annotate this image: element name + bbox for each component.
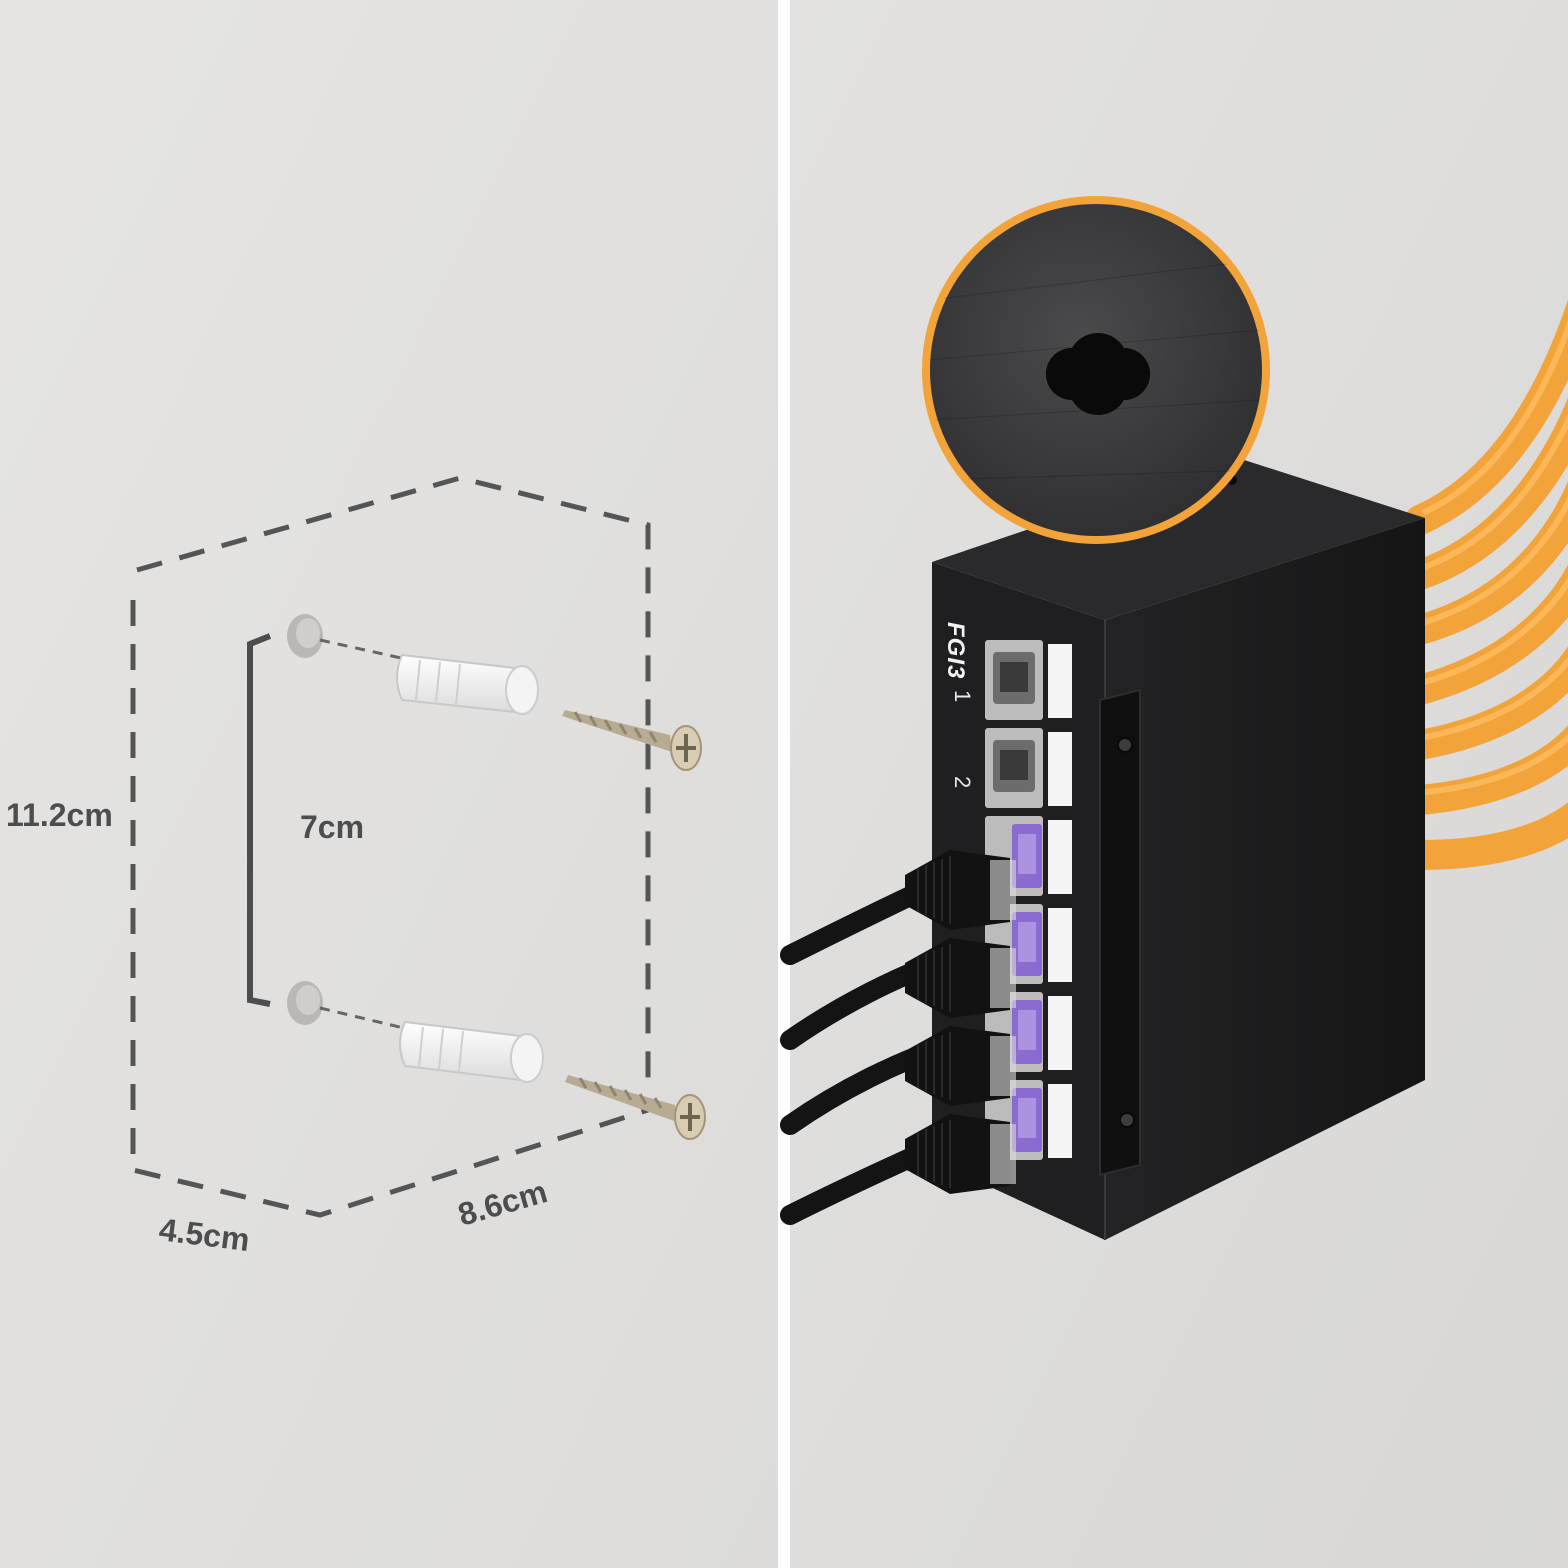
wall-hole-top [287, 614, 323, 658]
orange-cable-6 [1405, 725, 1568, 815]
orange-cable-3 [1405, 480, 1568, 645]
hole-spacing-bracket [247, 633, 272, 1007]
orange-cable-highlights [1422, 320, 1568, 795]
port-label-1: 1 [950, 690, 975, 702]
brand-logo-text: FGI3 [942, 622, 969, 679]
panel-divider [778, 0, 790, 1568]
port-label-strip [1048, 1084, 1072, 1158]
orange-cable-7 [1405, 802, 1568, 870]
ethernet-plug-2 [905, 938, 1016, 1018]
ethernet-plug-1 [905, 850, 1016, 930]
left-wall-background [0, 0, 778, 1568]
alignment-line-bottom [319, 1006, 413, 1032]
port-label-strip [1048, 908, 1072, 982]
device-side-face [1105, 518, 1425, 1240]
mounting-bracket [1099, 688, 1141, 1177]
keyhole-zoom-callout [922, 196, 1270, 544]
orange-cable-5 [1405, 646, 1568, 760]
device-top-face [932, 458, 1425, 620]
wall-anchor-bottom [399, 1020, 544, 1083]
screw-bottom [565, 1075, 706, 1140]
wall-anchor-top [396, 653, 539, 715]
ethernet-port-4[interactable] [985, 904, 1072, 984]
box-bottom-edges [130, 600, 649, 1218]
port-label-2: 2 [950, 776, 975, 788]
ethernet-plug-4 [905, 1114, 1016, 1194]
alignment-line-top [319, 638, 411, 662]
orange-cable-4 [1405, 564, 1568, 705]
ethernet-port-6[interactable] [985, 1080, 1072, 1160]
label-hole-spacing: 7cm [300, 809, 364, 845]
orange-cable-1 [1405, 299, 1568, 535]
ethernet-plug-3 [905, 1026, 1016, 1106]
bracket-screw-top [1117, 737, 1133, 753]
port-label-strip [1048, 644, 1072, 718]
ethernet-port-2[interactable] [985, 728, 1072, 808]
label-height: 11.2cm [6, 797, 113, 833]
port-label-strip [1048, 732, 1072, 806]
screw-top [562, 710, 702, 771]
port-label-strip [1048, 820, 1072, 894]
ethernet-port-1[interactable] [985, 640, 1072, 720]
orange-cable-bundle [1405, 299, 1568, 870]
orange-cable-2 [1405, 397, 1568, 590]
dimension-box-outline [130, 475, 651, 1218]
wall-hole-bottom [287, 981, 323, 1025]
port-label-strip [1048, 996, 1072, 1070]
box-top-edges [136, 475, 651, 1095]
bracket-screw-bottom [1119, 1112, 1135, 1128]
ethernet-plugs [905, 850, 1016, 1194]
